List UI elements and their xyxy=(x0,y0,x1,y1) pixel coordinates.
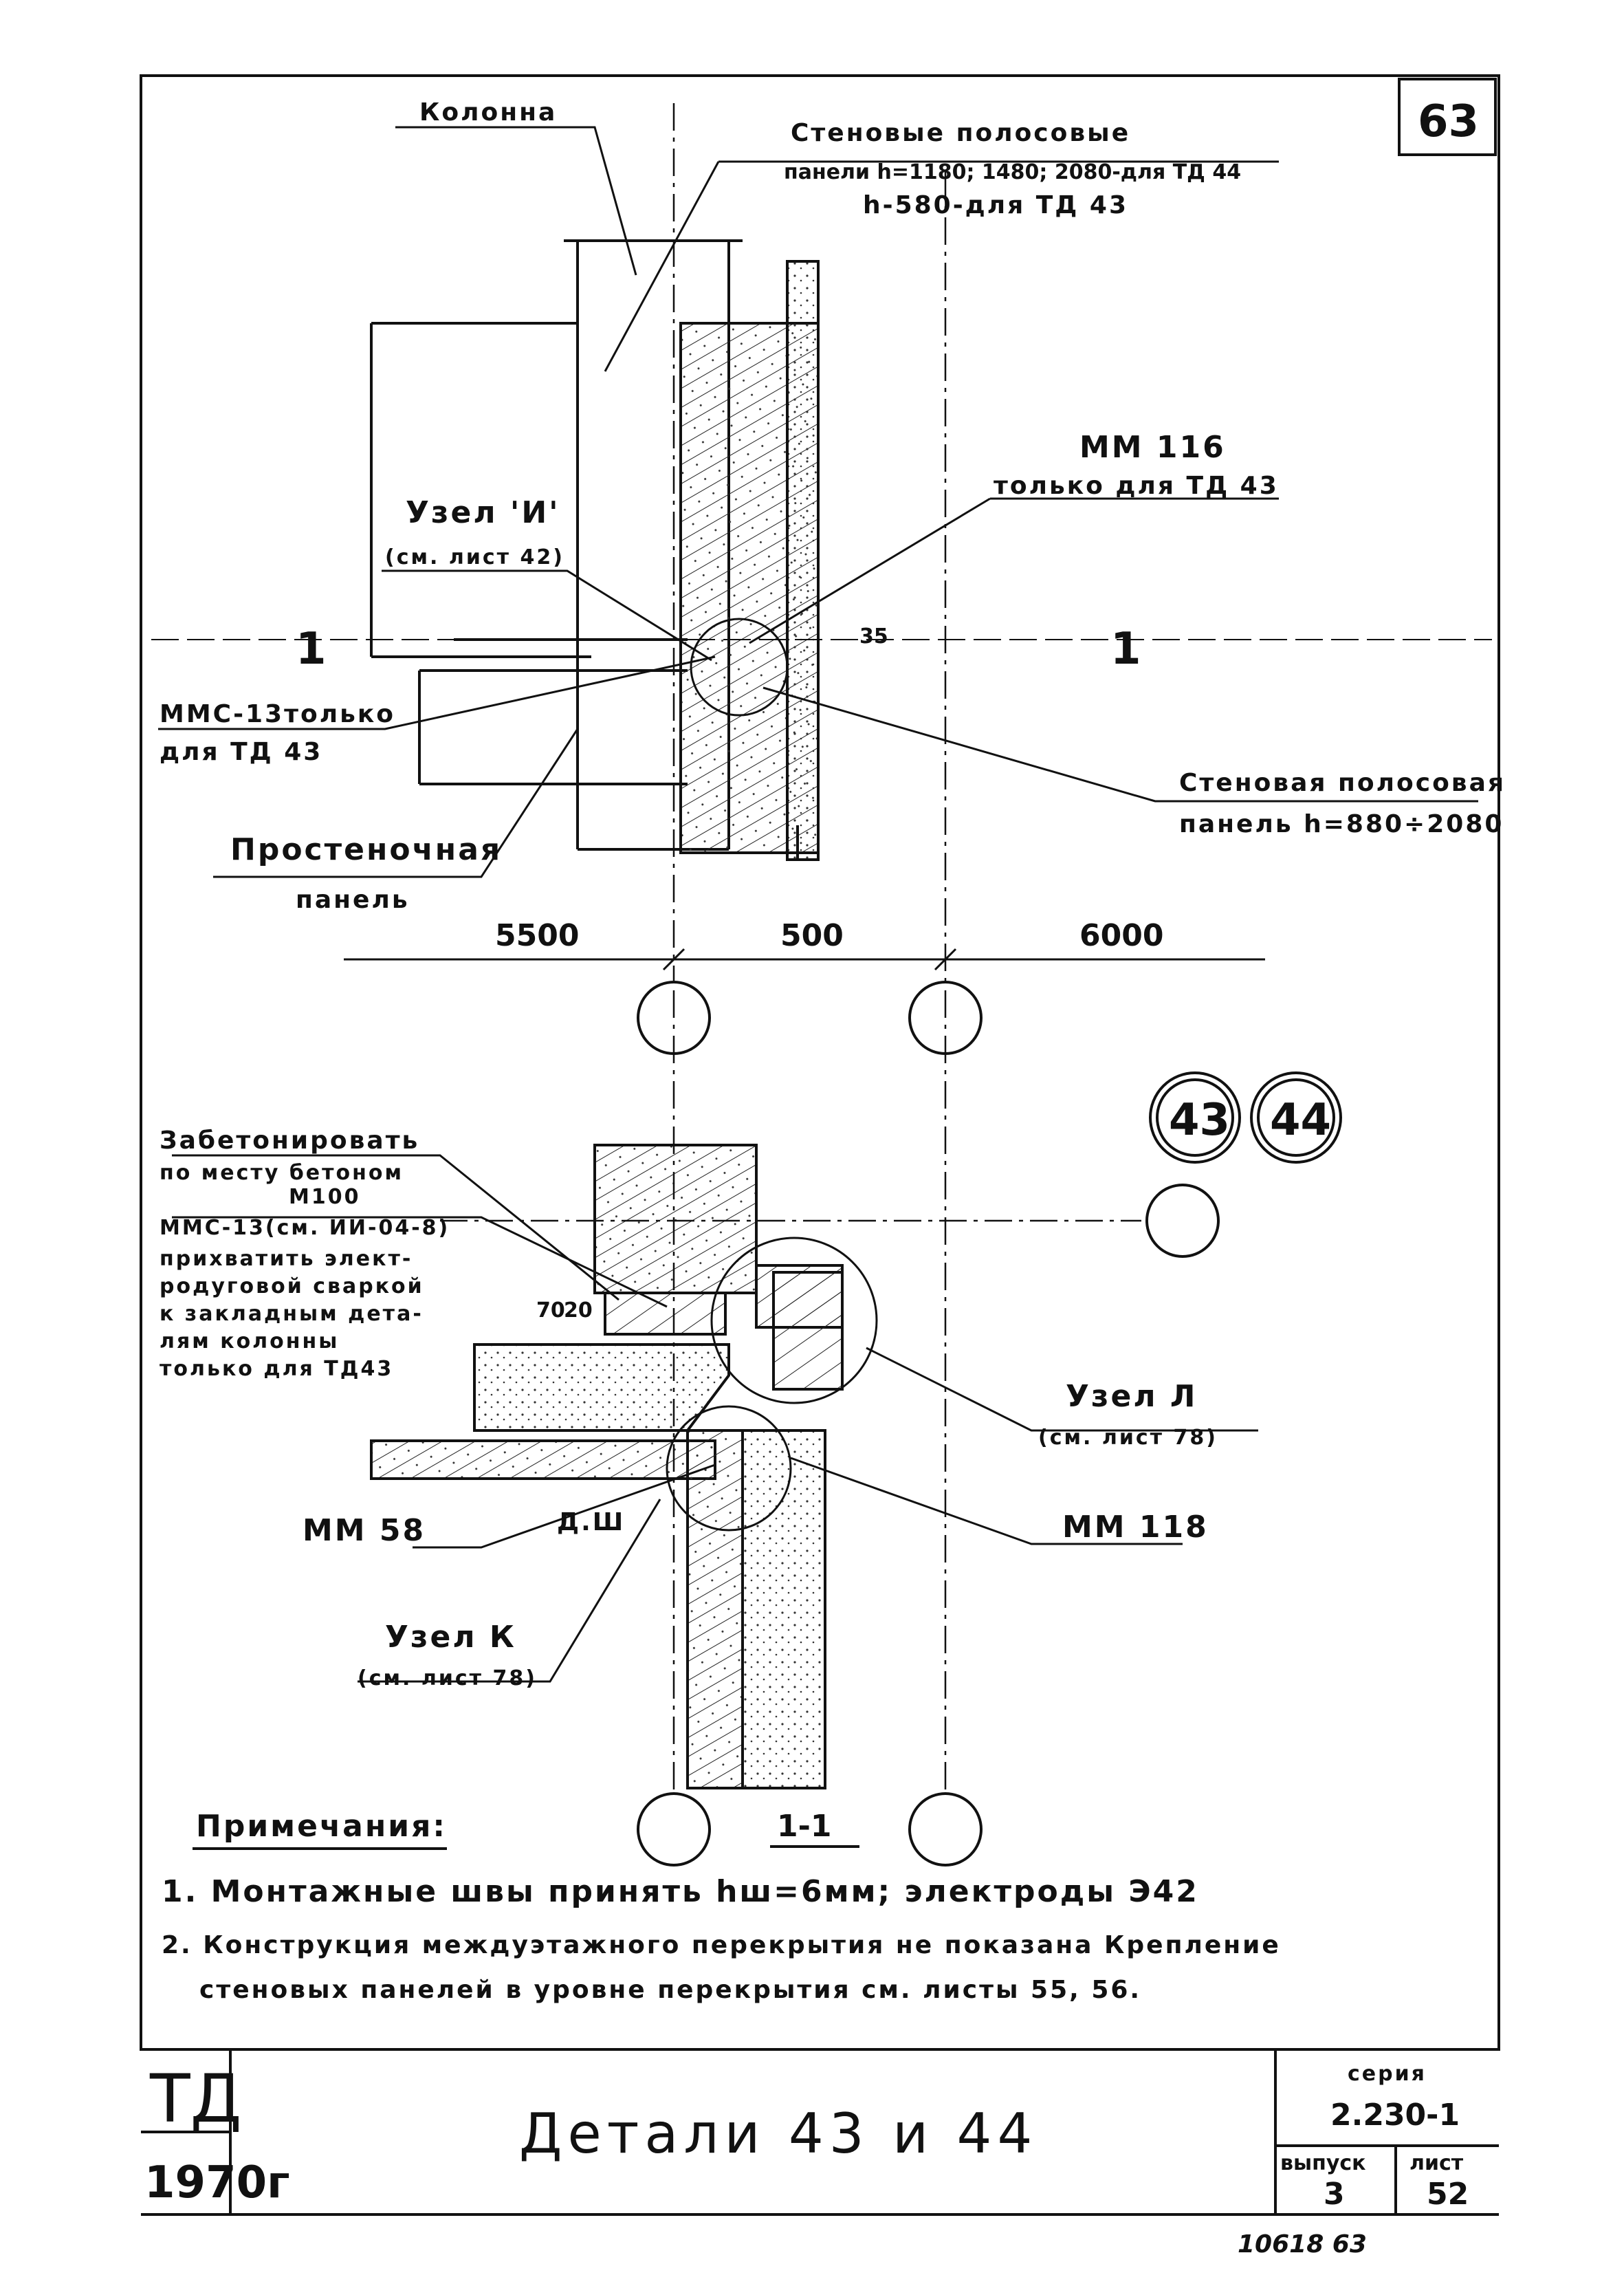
note-weld-4: лям колонны xyxy=(160,1329,339,1353)
title-block xyxy=(141,2048,1499,2216)
label-mm116: ММ 116 xyxy=(1079,430,1226,465)
dim-35: 35 xyxy=(859,624,888,649)
dim-500: 500 xyxy=(780,918,844,953)
detail-43: 43 xyxy=(1169,1095,1230,1146)
label-node-k-ref: (см. лист 78) xyxy=(358,1666,537,1690)
notes-heading: Примечания: xyxy=(196,1809,447,1844)
label-for-td43: для ТД 43 xyxy=(160,738,322,766)
note-weld-3: к закладным дета- xyxy=(160,1302,424,1326)
issue-value: 3 xyxy=(1324,2177,1345,2212)
lower-leaders xyxy=(172,1154,1258,1683)
label-mm58: ММ 58 xyxy=(303,1513,426,1548)
label-kolonna: Колонна xyxy=(419,98,557,127)
note-concrete-2: по месту бетоном xyxy=(160,1161,404,1185)
detail-44: 44 xyxy=(1270,1095,1331,1146)
label-node-i: Узел 'И' xyxy=(406,495,560,530)
detail-markers xyxy=(1149,1071,1342,1164)
section-mark-left: 1 xyxy=(296,624,327,675)
note-1: 1. Монтажные швы принять hш=6мм; электро… xyxy=(162,1874,1199,1909)
dim-5500: 5500 xyxy=(495,918,579,953)
label-node-l-ref: (см. лист 78) xyxy=(1038,1426,1218,1450)
drawing-title: Детали 43 и 44 xyxy=(519,2102,1038,2166)
note-concrete-1: Забетонировать xyxy=(160,1126,419,1155)
dim-70: 70 xyxy=(536,1298,565,1322)
label-only-td43: только для ТД 43 xyxy=(994,472,1279,500)
sheet-label: лист xyxy=(1409,2151,1464,2175)
dim-6000: 6000 xyxy=(1079,918,1163,953)
label-wall-panels-1: Стеновые полосовые xyxy=(791,119,1130,147)
section-mark-right: 1 xyxy=(1110,624,1141,675)
label-wall-strip-2: панель h=880÷2080 xyxy=(1179,810,1504,838)
sheet-value: 52 xyxy=(1427,2177,1469,2212)
stamp-td: ТД xyxy=(149,2060,242,2137)
series-label: серия xyxy=(1348,2062,1427,2086)
label-wall-panels-3: h-580-для ТД 43 xyxy=(863,191,1128,219)
label-d-sh: Д.Ш xyxy=(557,1508,625,1536)
section-1-1 xyxy=(370,990,1220,1866)
label-node-l: Узел Л xyxy=(1066,1379,1197,1414)
note-weld-5: только для ТД43 xyxy=(160,1357,393,1381)
dim-20: 20 xyxy=(564,1298,593,1322)
issue-label: выпуск xyxy=(1280,2151,1366,2175)
note-2a: 2. Конструкция междуэтажного перекрытия … xyxy=(162,1931,1281,1959)
note-2b: стеновых панелей в уровне перекрытия см.… xyxy=(199,1976,1141,2004)
note-weld-1: прихватить элект- xyxy=(160,1247,413,1271)
series-value: 2.230-1 xyxy=(1330,2098,1460,2133)
label-node-i-ref: (см. лист 42) xyxy=(385,545,564,569)
upper-leaders xyxy=(158,126,1478,878)
label-pier-panel-2: панель xyxy=(296,886,410,914)
label-pier-panel-1: Простеночная xyxy=(230,832,502,867)
label-mmc13-only: ММС-13только xyxy=(160,700,395,728)
label-wall-strip-1: Стеновая полосовая xyxy=(1179,769,1506,797)
label-mm118: ММ 118 xyxy=(1062,1510,1209,1545)
label-node-k: Узел К xyxy=(385,1620,516,1655)
upper-plan xyxy=(151,103,1492,1055)
footer-handwritten: 10618 63 xyxy=(1238,2230,1367,2258)
sheet-number-top: 63 xyxy=(1418,96,1479,147)
section-title-1-1: 1-1 xyxy=(777,1809,832,1844)
stamp-year: 1970г xyxy=(144,2157,290,2208)
label-wall-panels-2: панели h=1180; 1480; 2080-для ТД 44 xyxy=(784,160,1241,184)
note-concrete-3: М100 xyxy=(289,1185,360,1209)
note-mmc13-ref: ММС-13(см. ИИ-04-8) xyxy=(160,1216,450,1240)
note-weld-2: родуговой сваркой xyxy=(160,1274,424,1298)
